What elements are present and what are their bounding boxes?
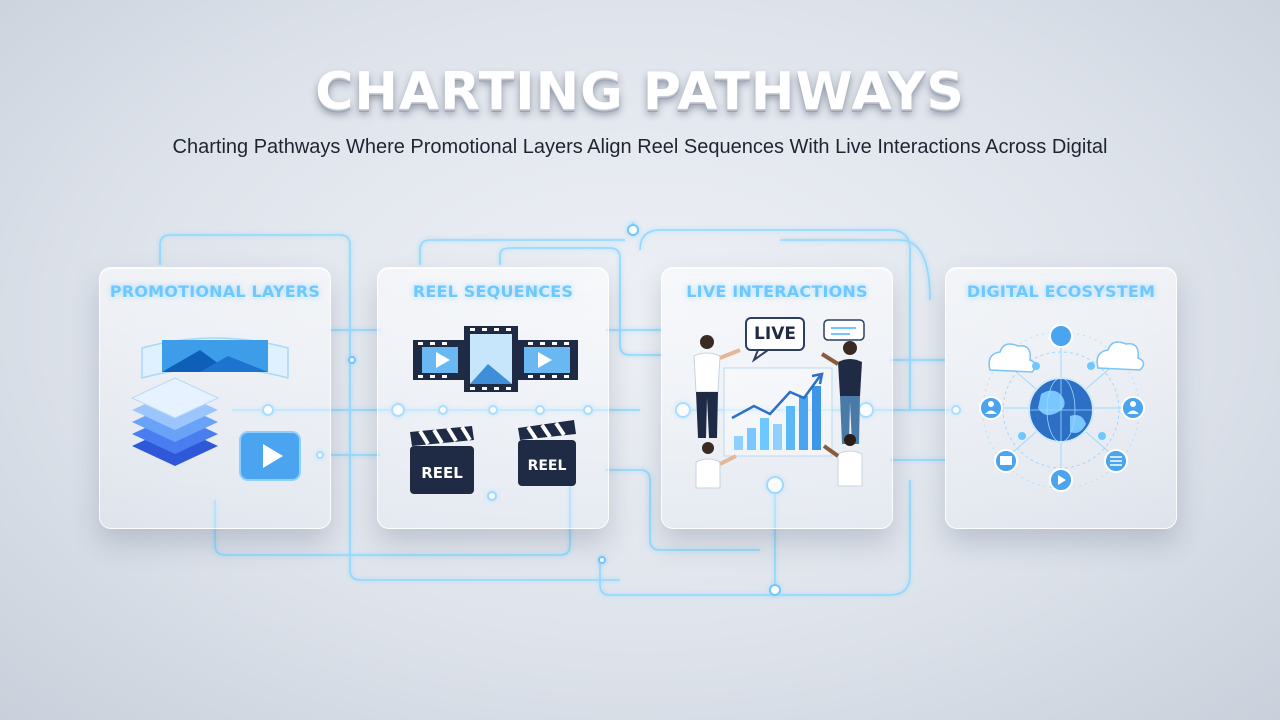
layers-stack-icon (130, 377, 220, 466)
card-title-live-interactions: LIVE INTERACTIONS (686, 282, 868, 301)
clapper-label-2: REEL (527, 458, 567, 474)
page-subtitle: Charting Pathways Where Promotional Laye… (172, 136, 1108, 158)
card-digital-ecosystem: DIGITAL ECOSYSTEM (945, 267, 1177, 529)
live-chat-icon (745, 317, 865, 363)
card-title-reel-sequences: REEL SEQUENCES (412, 282, 574, 301)
clapper-label-1: REEL (421, 464, 463, 482)
card-reel-sequences: REEL SEQUENCES (377, 267, 609, 529)
card-live-interactions: LIVE INTERACTIONS (661, 267, 893, 529)
page-title: CHARTING PATHWAYS (315, 62, 965, 122)
globe-network-icon (1028, 377, 1094, 443)
film-strip-icon (413, 326, 578, 392)
card-title-promotional-layers: PROMOTIONAL LAYERS (109, 282, 321, 301)
people-icon (693, 335, 863, 489)
user-node-icon (979, 324, 1145, 492)
clapperboard-icon (410, 425, 474, 494)
growth-chart-icon (723, 367, 833, 457)
card-promotional-layers: PROMOTIONAL LAYERS (99, 267, 331, 529)
live-label: LIVE (754, 324, 796, 344)
play-button-icon (239, 431, 301, 481)
card-title-digital-ecosystem: DIGITAL ECOSYSTEM (966, 282, 1156, 301)
clapperboard-icon (518, 420, 576, 486)
cloud-icon (988, 341, 1145, 373)
image-banner-icon (141, 337, 289, 379)
